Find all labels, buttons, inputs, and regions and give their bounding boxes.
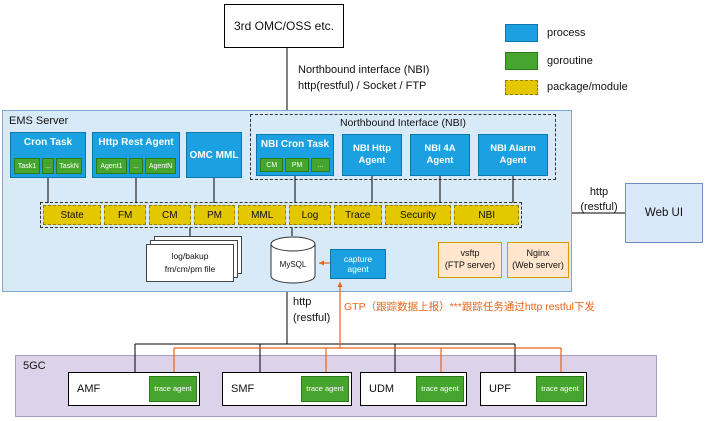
amf-trace-agent: trace agent	[149, 376, 197, 402]
file-stack-line1: log/bakup	[171, 251, 209, 262]
webui-http-note: http (restful)	[574, 185, 624, 215]
webui-http-line1: http	[589, 186, 609, 198]
gtp-note: GTP（跟踪数据上报）***跟踪任务通过http restful下发	[344, 301, 595, 313]
web-ui-label: Web UI	[644, 207, 684, 219]
ems-server-title: EMS Server	[9, 115, 69, 127]
omc-mml-label: OMC MML	[189, 149, 239, 161]
omc-mml-box: OMC MML	[186, 132, 242, 178]
legend-process-swatch	[505, 24, 538, 42]
module-trace: Trace	[333, 205, 382, 225]
nbi-4a-agent-box: NBI 4A Agent	[410, 134, 470, 176]
vsftp-label-line1: vsftp	[460, 248, 480, 259]
smf-box: SMF trace agent	[222, 372, 352, 406]
vsftp-label-line2: (FTP server)	[444, 260, 496, 270]
omc-oss-box: 3rd OMC/OSS etc.	[224, 4, 344, 48]
nbi-pm-goroutine: PM	[285, 158, 309, 172]
upf-trace-agent: trace agent	[536, 376, 584, 402]
south-http-line2: (restful)	[293, 312, 331, 324]
udm-label: UDM	[369, 383, 395, 395]
amf-label: AMF	[77, 383, 101, 395]
module-mml: MML	[238, 205, 287, 225]
nbi-cm-goroutine: CM	[260, 158, 284, 172]
module-state: State	[43, 205, 102, 225]
udm-box: UDM trace agent	[360, 372, 467, 406]
module-cm: CM	[148, 205, 191, 225]
legend-process-label: process	[547, 27, 586, 39]
agentn-goroutine: AgentN	[145, 158, 176, 174]
file-stack-line2: fm/cm/pm file	[164, 264, 216, 274]
nbi-alarm-agent-box: NBI Alarm Agent	[478, 134, 548, 176]
upf-box: UPF trace agent	[480, 372, 587, 406]
south-http-line1: http	[293, 296, 312, 308]
legend-goroutine-swatch	[505, 52, 538, 70]
nginx-box: Nginx (Web server)	[507, 242, 569, 278]
udm-trace-agent: trace agent	[416, 376, 464, 402]
vsftp-box: vsftp (FTP server)	[438, 242, 502, 278]
http-rest-agent-label: Http Rest Agent	[98, 137, 174, 148]
nbi-group-title: Northbound Interface (NBI)	[339, 117, 467, 129]
5gc-title: 5GC	[23, 360, 46, 372]
legend-module-swatch	[505, 80, 538, 95]
omc-oss-label: 3rd OMC/OSS etc.	[233, 19, 335, 33]
module-pm: PM	[193, 205, 236, 225]
webui-http-line2: (restful)	[580, 201, 618, 213]
legend-goroutine-label: goroutine	[547, 55, 593, 67]
task1-goroutine: Task1	[14, 158, 40, 174]
taskn-goroutine: TaskN	[56, 158, 82, 174]
nginx-label-line1: Nginx	[526, 248, 550, 259]
module-row: State FM CM PM MML Log Trace Security NB…	[40, 202, 522, 228]
smf-trace-agent: trace agent	[301, 376, 349, 402]
upf-label: UPF	[489, 383, 511, 395]
nbi-cron-task-children: CM PM ...	[260, 158, 330, 172]
module-nbi: NBI	[454, 205, 519, 225]
nbi-group: Northbound Interface (NBI)	[250, 114, 556, 180]
cron-task-children: Task1 ... TaskN	[14, 158, 82, 174]
module-fm: FM	[104, 205, 146, 225]
nbi-cron-task-box: NBI Cron Task CM PM ...	[256, 134, 334, 176]
nbi-http-agent-box: NBI Http Agent	[342, 134, 402, 176]
nginx-label-line2: (Web server)	[512, 260, 564, 270]
nbi-ellipsis-goroutine: ...	[310, 158, 330, 172]
nbi-interface-note: Northbound interface (NBI) http(restful)…	[298, 62, 429, 94]
agent-ellipsis: ...	[128, 158, 144, 174]
cron-task-box: Cron Task Task1 ... TaskN	[10, 132, 86, 178]
task-ellipsis: ...	[41, 158, 55, 174]
nbi-4a-agent-label: NBI 4A Agent	[424, 143, 456, 166]
http-rest-agent-children: Agent1 ... AgentN	[96, 158, 176, 174]
nbi-cron-task-label: NBI Cron Task	[260, 139, 330, 150]
capture-agent-box: capture agent	[330, 249, 386, 279]
agent1-goroutine: Agent1	[96, 158, 127, 174]
legend-module-label: package/module	[547, 81, 628, 93]
nbi-alarm-agent-label: NBI Alarm Agent	[490, 143, 536, 166]
web-ui-box: Web UI	[625, 183, 703, 243]
module-security: Security	[384, 205, 452, 225]
mysql-database-icon: MySQL	[270, 236, 316, 284]
amf-box: AMF trace agent	[68, 372, 200, 406]
module-log: Log	[289, 205, 331, 225]
http-rest-agent-box: Http Rest Agent Agent1 ... AgentN	[92, 132, 180, 178]
capture-agent-label: capture agent	[343, 253, 373, 274]
cron-task-label: Cron Task	[23, 137, 73, 148]
mysql-label: MySQL	[279, 260, 307, 269]
nbi-note-line1: Northbound interface (NBI)	[298, 64, 430, 76]
nbi-note-line2: http(restful) / Socket / FTP	[298, 80, 427, 92]
smf-label: SMF	[231, 383, 255, 395]
file-stack-front: log/bakup fm/cm/pm file	[146, 244, 234, 282]
file-stack-icon: log/bakup fm/cm/pm file	[146, 236, 246, 288]
south-http-note: http (restful)	[293, 294, 330, 326]
nbi-http-agent-label: NBI Http Agent	[353, 143, 391, 166]
